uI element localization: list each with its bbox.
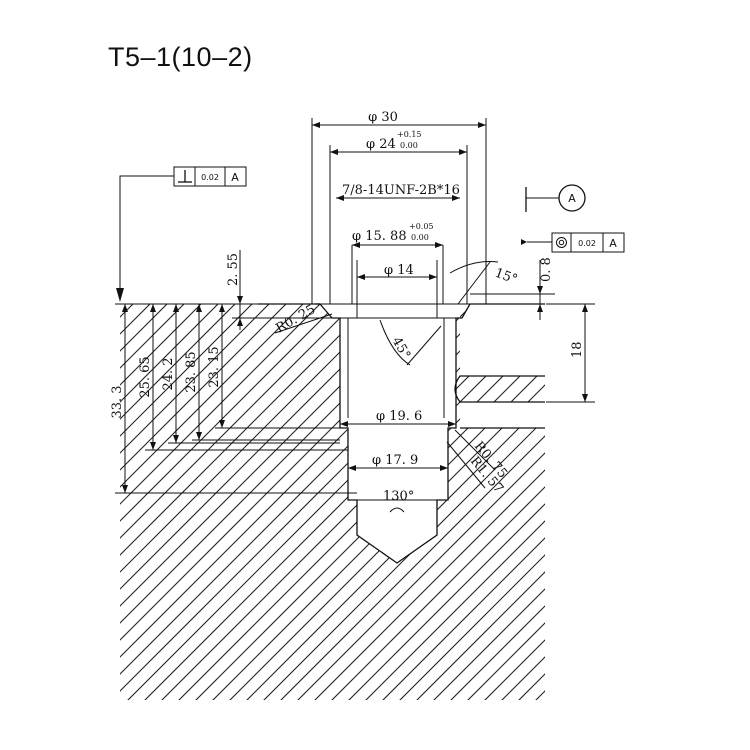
hatch-line — [120, 304, 413, 700]
hatch-line — [120, 304, 226, 700]
hatch-line — [356, 304, 545, 700]
dim-angle130: 130° — [383, 489, 414, 513]
hatch-line — [492, 304, 545, 700]
dim-phi24: φ 24 +0.15 0.00 — [329, 130, 468, 304]
hatch-line — [120, 304, 192, 700]
dim-33-3: 33. 3 — [110, 304, 128, 493]
dim-phi15-88-tol-lower: 0.00 — [411, 233, 429, 242]
dim-phi17-9-label: φ 17. 9 — [372, 453, 418, 468]
hatch-line — [120, 304, 379, 700]
dim-0-8-label: 0. 8 — [539, 257, 554, 282]
dim-23-15-label: 23. 15 — [207, 346, 222, 387]
hatch-line — [120, 304, 545, 700]
fcf-concentricity: 0.02 A — [521, 232, 625, 253]
dim-r0-25-label: R0. 25 — [274, 302, 319, 336]
hatch-line — [203, 304, 545, 700]
dim-25-65-label: 25. 65 — [138, 356, 153, 397]
hatch-line — [407, 304, 545, 700]
hatch-line — [288, 304, 545, 700]
hatch-line — [120, 304, 311, 700]
hatch-line — [120, 304, 328, 700]
dim-thread: 7/8-14UNF-2B*16 — [336, 183, 460, 201]
side-port — [454, 375, 545, 403]
hatch-line — [271, 304, 545, 700]
dim-23-85-label: 23. 85 — [184, 351, 199, 392]
hatch-line — [237, 304, 545, 700]
hatch-line — [120, 304, 345, 700]
dim-phi15-88-tol-upper: +0.05 — [409, 222, 434, 231]
perpendicularity-icon — [178, 170, 192, 183]
hatch-line — [120, 304, 277, 700]
dim-2-55: 2. 55 — [226, 250, 332, 330]
hatch-line — [120, 304, 545, 700]
dim-23-15: 23. 15 — [207, 304, 225, 428]
dim-phi24-tol-lower: 0.00 — [400, 141, 418, 150]
hatch-line — [120, 304, 209, 700]
dim-angle45-label: 45° — [389, 335, 414, 362]
dim-phi14-label: φ 14 — [384, 263, 414, 278]
dim-phi30-label: φ 30 — [368, 110, 398, 125]
dim-thread-label: 7/8-14UNF-2B*16 — [342, 183, 460, 198]
dim-0-8: 0. 8 — [470, 257, 555, 320]
dim-phi24-label: φ 24 — [366, 137, 396, 152]
hatch-line — [254, 304, 545, 700]
hatch-line — [120, 304, 260, 700]
hatch-line — [390, 304, 545, 700]
fcf-perpendicularity: 0.02 A — [116, 166, 247, 302]
dim-phi19-6-label: φ 19. 6 — [376, 409, 422, 424]
dim-24-2: 24. 2 — [161, 304, 179, 443]
dim-23-85: 23. 85 — [184, 304, 202, 440]
hatch-line — [120, 304, 243, 700]
fcf-perpendicularity-datum: A — [231, 171, 239, 184]
fcf-concentricity-tolerance: 0.02 — [578, 239, 596, 248]
dim-angle15: 15° — [449, 261, 520, 305]
hatch-line — [458, 304, 545, 700]
dim-phi24-tol-upper: +0.15 — [397, 130, 422, 139]
hatch-line — [441, 304, 545, 700]
drawing-title: T5–1(10–2) — [108, 42, 253, 72]
fcf-concentricity-datum: A — [609, 237, 617, 250]
datum-a-symbol: A — [525, 184, 586, 212]
dim-phi15-88-label: φ 15. 88 — [352, 229, 407, 244]
dim-24-2-label: 24. 2 — [161, 357, 176, 390]
hatch-line — [305, 304, 545, 700]
dim-2-55-label: 2. 55 — [226, 253, 241, 286]
dim-phi15-88: φ 15. 88 +0.05 0.00 — [351, 222, 444, 304]
hatch-line — [120, 304, 158, 700]
hatch-line — [424, 304, 545, 700]
dim-phi14: φ 14 — [356, 260, 438, 318]
dim-18: 18 — [546, 303, 595, 403]
hatch-line — [339, 304, 545, 700]
hatch-line — [152, 304, 545, 700]
concentricity-icon — [556, 237, 567, 248]
hatch-line — [322, 304, 545, 700]
hatch-line — [220, 304, 545, 700]
dim-25-65: 25. 65 — [138, 304, 156, 450]
hatch-line — [120, 304, 141, 700]
depth-extension-lines — [115, 427, 357, 494]
dim-phi17-9: φ 17. 9 — [348, 453, 448, 471]
hatch-line — [186, 304, 545, 700]
datum-a-label: A — [568, 192, 576, 205]
material-hatching — [120, 304, 545, 700]
hatch-line — [120, 304, 396, 700]
dim-angle130-label: 130° — [383, 489, 414, 504]
dim-phi19-6: φ 19. 6 — [340, 409, 456, 427]
dim-angle15-label: 15° — [493, 266, 520, 288]
hatch-line — [120, 304, 362, 700]
dim-18-label: 18 — [570, 341, 585, 358]
dim-angle45: 45° — [379, 319, 442, 366]
dim-phi30: φ 30 — [311, 110, 487, 304]
fcf-perpendicularity-tolerance: 0.02 — [201, 173, 219, 182]
hatch-line — [373, 304, 545, 700]
hatch-line — [120, 304, 294, 700]
dim-33-3-label: 33. 3 — [110, 385, 125, 418]
